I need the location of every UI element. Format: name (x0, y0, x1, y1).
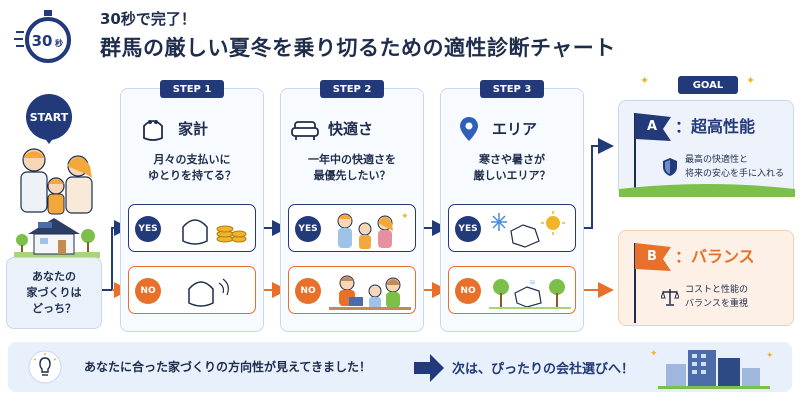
svg-text:✦: ✦ (650, 349, 658, 359)
step-2-no-option[interactable]: NO (288, 266, 416, 314)
snow-sun-map-illustration (489, 209, 571, 249)
yes-badge: YES (455, 216, 481, 242)
step-1-label: STEP 1 (160, 80, 224, 98)
orange-flag-icon (634, 243, 671, 323)
footer-message: あなたに合った家づくりの方向性が見えてきました！ (84, 360, 372, 374)
goal-a-letter: A (646, 118, 658, 134)
timer-unit: 秒 (55, 38, 63, 48)
step-3-question: 寒さや暑さが 厳しいエリア？ (473, 153, 551, 182)
stopwatch-icon: 30 秒 (14, 8, 72, 66)
wallet-coins-illustration (169, 209, 251, 249)
footer-next-step[interactable]: 次は、ぴったりの会社選びへ！ (452, 362, 635, 377)
step-1-no-option[interactable]: NO (128, 266, 256, 314)
step-2-title: 快適さ (328, 120, 374, 138)
svg-text:✦: ✦ (401, 212, 409, 222)
mild-area-illustration: ≋ (489, 271, 571, 311)
step-3-yes-option[interactable]: YES (448, 204, 576, 252)
yes-badge: YES (135, 216, 161, 242)
no-badge: NO (135, 278, 161, 304)
goal-a-name: ：超高性能 (675, 117, 756, 136)
step-1-question: 月々の支払いに ゆとりを持てる？ (148, 153, 236, 182)
svg-text:≋: ≋ (529, 278, 536, 287)
footer-banner (8, 342, 792, 392)
start-badge-tail (43, 136, 55, 144)
yes-badge: YES (295, 216, 321, 242)
happy-family-illustration: ✦ (329, 209, 411, 249)
no-badge: NO (455, 278, 481, 304)
goal-a-card[interactable]: A ：超高性能 最高の快適性と 将来の安心を手に入れる (618, 100, 795, 197)
step-3-label: STEP 3 (480, 80, 544, 98)
step-3-no-option[interactable]: NO ≋ (448, 266, 576, 314)
timer-number: 30 (32, 32, 53, 50)
goal-label: GOAL (678, 76, 738, 94)
step-3-title: エリア (492, 120, 538, 138)
location-pin-icon (454, 114, 484, 144)
page-title: 群馬の厳しい夏冬を乗り切るための適性診断チャート (100, 36, 616, 60)
goal-b-card[interactable]: B ：バランス コストと性能の バランスを重視 (618, 230, 794, 326)
step-2-yes-option[interactable]: YES ✦ (288, 204, 416, 252)
navy-flag-icon (634, 113, 671, 193)
step-2-question: 一年中の快適さを 最優先したい？ (308, 153, 396, 182)
goal-b-letter: B (647, 248, 657, 264)
goal-a-description: 最高の快適性と 将来の安心を手に入れる (685, 155, 785, 179)
subtitle: 30秒で完了！ (100, 10, 196, 28)
step-1-yes-option[interactable]: YES (128, 204, 256, 252)
grass-ground (619, 184, 795, 197)
lightbulb-icon (28, 350, 62, 384)
wallet-icon (138, 114, 168, 144)
family-illustration (6, 144, 102, 218)
goal-b-name: ：バランス (675, 247, 755, 266)
house-illustration (14, 214, 100, 258)
goal-b-description: コストと性能の バランスを重視 (685, 285, 749, 309)
sparkle-icon: ✦ (746, 74, 756, 87)
shield-icon (661, 157, 679, 177)
empty-wallet-illustration (169, 271, 251, 311)
svg-text:✦: ✦ (766, 351, 774, 361)
no-badge: NO (295, 278, 321, 304)
family-study-illustration (329, 271, 411, 311)
step-1-title: 家計 (178, 120, 209, 138)
sofa-icon (290, 114, 320, 144)
scale-icon (661, 287, 679, 307)
arrow-right-icon (414, 354, 444, 382)
city-buildings-illustration: ✦✦ (648, 344, 778, 390)
start-question: あなたの 家づくりは どっち？ (6, 257, 102, 329)
start-badge: START (26, 94, 72, 140)
sparkle-icon: ✦ (640, 74, 650, 87)
step-2-label: STEP 2 (320, 80, 384, 98)
